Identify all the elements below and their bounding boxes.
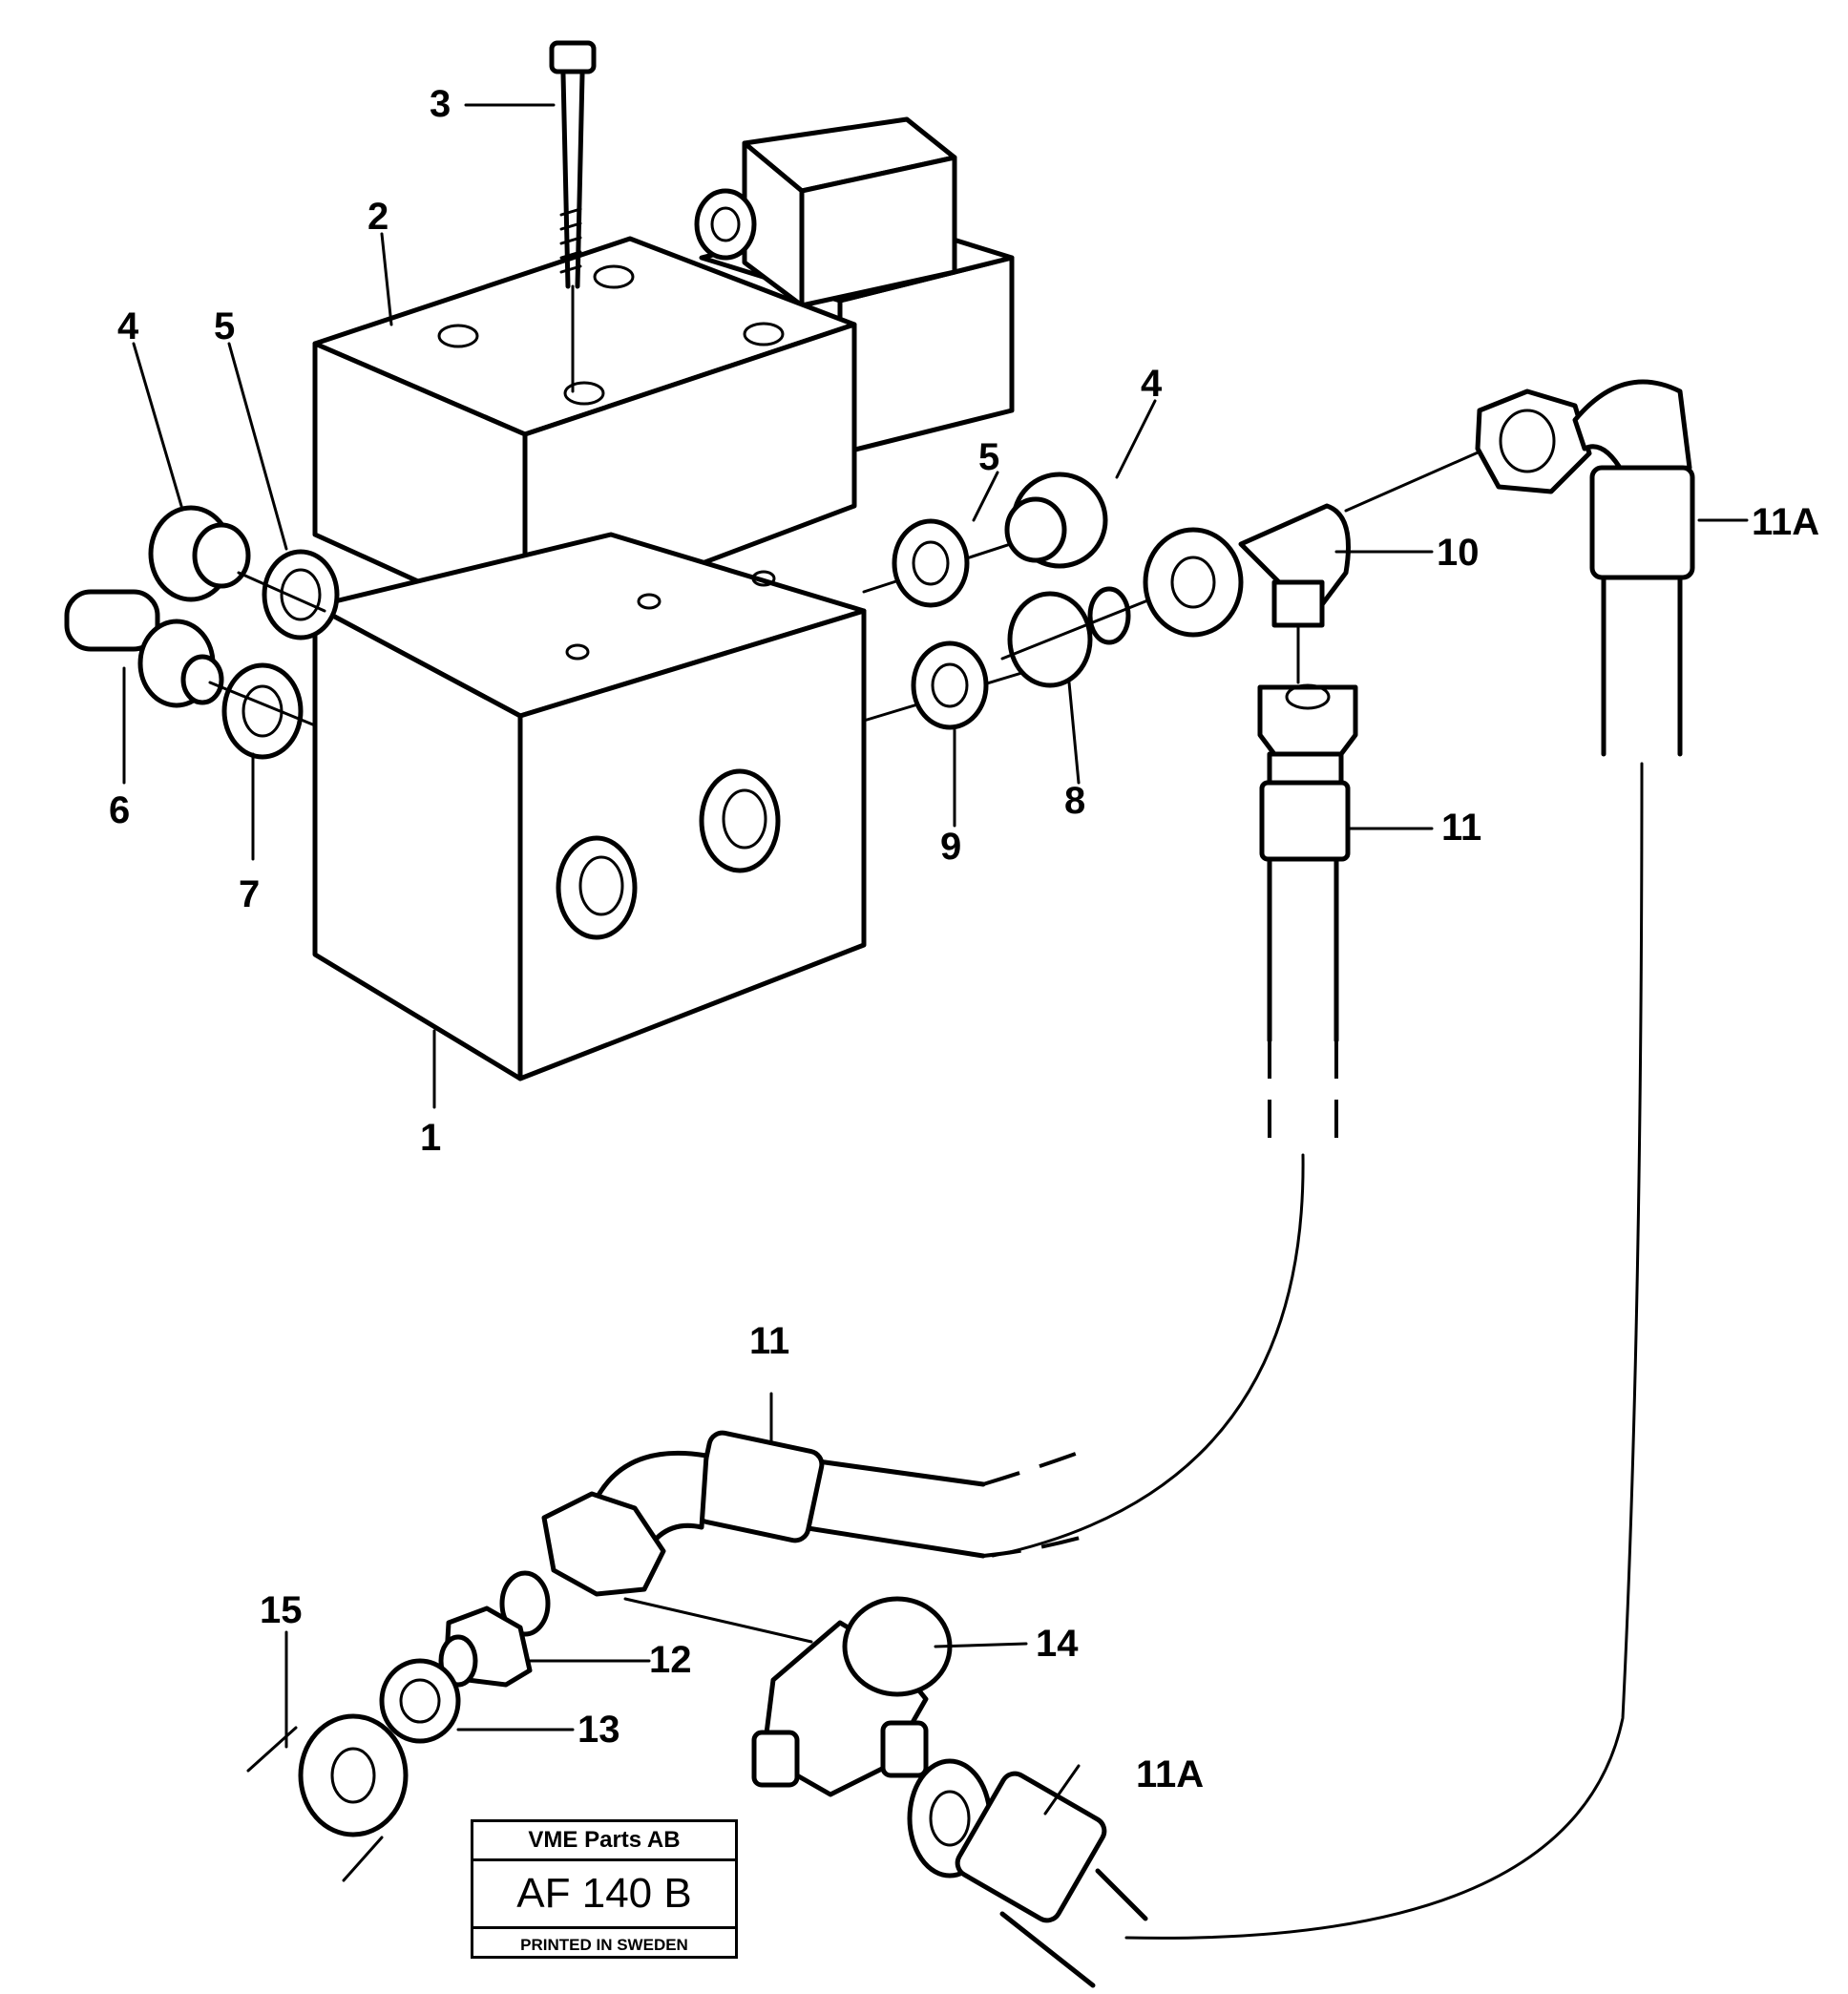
right-fittings: [862, 472, 1351, 730]
hose-11-upper: [1257, 623, 1358, 1155]
callout-4-right: 4: [1141, 363, 1163, 405]
stamp-footer: PRINTED IN SWEDEN: [520, 1936, 688, 1954]
main-valve-block: [312, 532, 867, 1081]
banjo-fitting: [751, 1596, 953, 1797]
callout-11A-upper: 11A: [1752, 501, 1819, 543]
callout-13: 13: [578, 1709, 620, 1751]
callout-2: 2: [368, 196, 388, 238]
callout-11A-lower: 11A: [1136, 1753, 1204, 1795]
stamp-code: AF 140 B: [473, 1861, 735, 1929]
hose-11-path: [991, 1153, 1305, 1558]
solenoid-coil: [694, 116, 1015, 456]
callout-12: 12: [649, 1639, 692, 1681]
callout-11-upper: 11: [1441, 807, 1481, 849]
stamp-company: VME Parts AB: [473, 1822, 735, 1861]
callout-7: 7: [239, 873, 260, 915]
callout-6: 6: [109, 789, 130, 831]
callout-8: 8: [1064, 780, 1085, 822]
callout-5-right: 5: [978, 436, 999, 478]
callout-1: 1: [420, 1117, 441, 1159]
lower-left-fittings: [246, 1570, 551, 1882]
hose-11-lower: [541, 1430, 1084, 1644]
leader-lines: [122, 103, 1749, 1816]
callout-15: 15: [260, 1589, 303, 1631]
callout-9: 9: [940, 826, 961, 868]
socket-bolt: [549, 40, 597, 393]
callout-3: 3: [430, 83, 451, 125]
callout-5-left: 5: [214, 305, 235, 347]
hose-11A-lower: [907, 1758, 1148, 1988]
left-fittings: [64, 505, 340, 760]
callout-14: 14: [1036, 1623, 1079, 1665]
title-stamp: VME Parts AB AF 140 B PRINTED IN SWEDEN: [471, 1819, 738, 1959]
callout-11-lower: 11: [749, 1320, 789, 1362]
top-valve-block: [312, 236, 857, 633]
hose-11A-path: [1124, 762, 1644, 1940]
callout-10: 10: [1437, 532, 1480, 574]
callout-4-left: 4: [117, 305, 139, 347]
hose-11A-upper: [1344, 379, 1695, 757]
